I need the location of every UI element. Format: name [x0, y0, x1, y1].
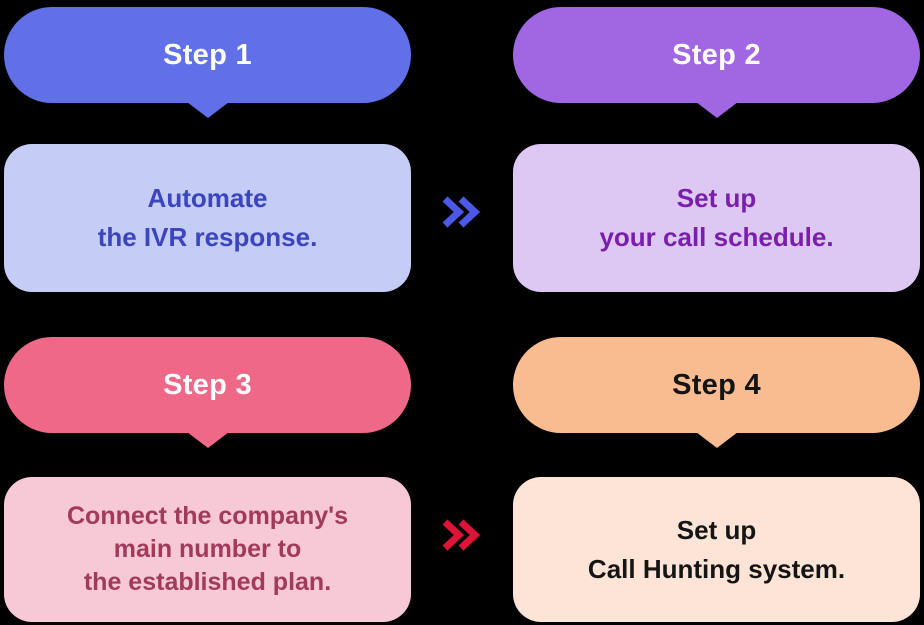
arrow-step1-to-step2 — [442, 196, 480, 228]
text-line: Automate — [147, 183, 268, 213]
step-4-bubble-tail — [695, 432, 738, 448]
step-1: Step 1 Automate the IVR response. — [4, 7, 411, 299]
step-2: Step 2 Set up your call schedule. — [513, 7, 920, 299]
text-line: your call schedule. — [599, 222, 834, 252]
step-3-label: Step 3 — [163, 368, 252, 401]
text-line: the IVR response. — [97, 222, 318, 252]
step-3-card: Connect the company's main number to the… — [4, 477, 411, 622]
text-line: the established plan. — [83, 568, 332, 597]
step-2-card: Set up your call schedule. — [513, 144, 920, 292]
step-2-bubble-tail — [695, 102, 738, 118]
step-4-label: Step 4 — [672, 368, 761, 401]
step-1-header-bubble: Step 1 — [4, 7, 411, 118]
double-chevron-right-icon — [442, 519, 480, 551]
step-4: Step 4 Set up Call Hunting system. — [513, 337, 920, 622]
step-4-header-bubble: Step 4 — [513, 337, 920, 448]
text-line: Connect the company's — [67, 501, 348, 530]
step-2-description: Set up your call schedule. — [599, 179, 833, 257]
double-chevron-right-icon — [442, 196, 480, 228]
text-line: Set up — [676, 514, 757, 545]
step-3-header-bubble: Step 3 — [4, 337, 411, 448]
step-2-label: Step 2 — [672, 38, 761, 71]
text-line: Call Hunting system. — [587, 553, 846, 584]
step-4-description: Set up Call Hunting system. — [588, 511, 845, 589]
arrow-step3-to-step4 — [442, 519, 480, 551]
step-4-card: Set up Call Hunting system. — [513, 477, 920, 622]
step-3-bubble-tail — [186, 432, 229, 448]
text-line: Set up — [676, 183, 757, 213]
step-2-header-bubble: Step 2 — [513, 7, 920, 118]
step-1-card: Automate the IVR response. — [4, 144, 411, 292]
step-3: Step 3 Connect the company's main number… — [4, 337, 411, 622]
text-line: main number to — [113, 534, 302, 563]
step-3-description: Connect the company's main number to the… — [67, 500, 348, 600]
step-1-bubble-tail — [186, 102, 229, 118]
step-1-label: Step 1 — [163, 38, 252, 71]
step-1-description: Automate the IVR response. — [98, 179, 318, 257]
